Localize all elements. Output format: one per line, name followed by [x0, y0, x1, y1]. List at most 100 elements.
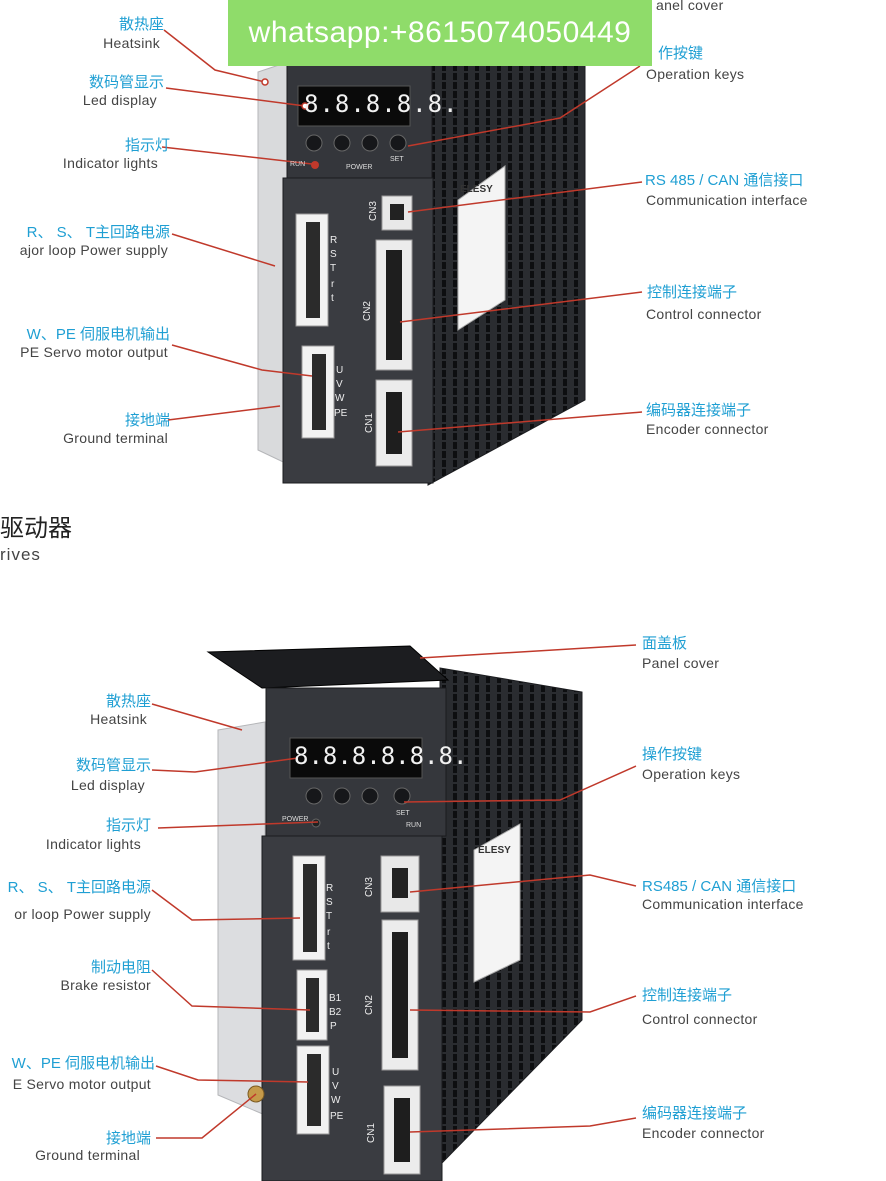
bottom-leader-lines	[151, 644, 637, 1139]
top-button-4	[389, 134, 407, 152]
section-title-cn: 驱动器	[0, 515, 72, 542]
bottom-rst-letter-r: R	[326, 883, 334, 894]
bottom-power-en: or loop Power supply	[14, 906, 151, 922]
bottom-button-4	[393, 787, 411, 805]
top-heatsink-cn: 散热座	[118, 16, 164, 33]
bottom-encoder-en: Encoder connector	[642, 1125, 765, 1141]
bottom-control-cn: 控制连接端子	[642, 987, 733, 1004]
bottom-motor-cn: W、PE 伺服电机输出	[11, 1055, 155, 1072]
top-indicator-led	[311, 161, 319, 169]
top-set-text: SET	[390, 156, 404, 163]
top-indicator-en: Indicator lights	[62, 155, 158, 171]
bottom-power-text: POWER	[282, 816, 309, 823]
top-cn2-text: CN2	[362, 300, 374, 322]
bottom-cn1-text: CN1	[366, 1122, 378, 1144]
top-keys-cn: 作按键	[658, 45, 704, 62]
top-uvw-letter-u: U	[336, 365, 344, 376]
bottom-indicator-en: Indicator lights	[45, 836, 141, 852]
top-encoder-en: Encoder connector	[646, 421, 769, 437]
top-button-1	[305, 134, 323, 152]
bottom-keys-en: Operation keys	[642, 766, 741, 782]
top-power-en: ajor loop Power supply	[19, 242, 168, 258]
top-led-display	[297, 85, 411, 127]
top-run-text: RUN	[290, 161, 306, 168]
bottom-ground-en: Ground terminal	[35, 1147, 140, 1163]
bottom-run-text: RUN	[406, 822, 422, 829]
top-uvw-letter-w: W	[335, 393, 345, 404]
top-panel-cover-en: anel cover	[656, 0, 724, 13]
top-motor-en: PE Servo motor output	[20, 344, 168, 360]
bottom-comm-en: Communication interface	[642, 896, 804, 912]
bottom-brake-letter-p: P	[330, 1021, 337, 1032]
top-cn3-text: CN3	[368, 200, 380, 222]
top-encoder-cn: 编码器连接端子	[646, 402, 752, 419]
top-label-sticker	[457, 165, 506, 331]
bottom-uvw-letter-pe: PE	[330, 1111, 344, 1122]
bottom-power-cn: R、 S、 T主回路电源	[7, 879, 151, 896]
top-comm-cn: RS 485 / CAN 通信接口	[645, 172, 804, 189]
bottom-indicator-cn: 指示灯	[105, 817, 151, 834]
top-button-3	[361, 134, 379, 152]
bottom-motor-en: E Servo motor output	[12, 1076, 151, 1092]
bottom-display-digits: 8.8.8.8.8.8.	[294, 742, 468, 770]
bottom-panel-cover-en: Panel cover	[642, 655, 720, 671]
bottom-button-1	[305, 787, 323, 805]
bottom-indicator-led	[311, 818, 321, 828]
bottom-uvw-letter-u: U	[332, 1067, 340, 1078]
top-leader-lines	[161, 29, 643, 433]
bottom-cn2-text: CN2	[364, 994, 376, 1016]
bottom-comm-cn: RS485 / CAN 通信接口	[642, 878, 797, 895]
bottom-label-sticker	[473, 823, 521, 983]
bottom-encoder-cn: 编码器连接端子	[642, 1105, 748, 1122]
top-heatsink-en: Heatsink	[103, 35, 160, 51]
top-keys-en: Operation keys	[646, 66, 745, 82]
bottom-heatsink-en: Heatsink	[90, 711, 147, 727]
section-title-en: rives	[0, 545, 41, 564]
bottom-rst-letter-s: S	[326, 897, 333, 908]
bottom-uvw-letter-v: V	[332, 1081, 339, 1092]
bottom-brake-letter-b2: B2	[329, 1007, 342, 1018]
bottom-led-cn: 数码管显示	[75, 757, 151, 774]
bottom-rst-letter-t: T	[326, 911, 333, 922]
top-ground-en: Ground terminal	[63, 430, 168, 446]
top-uvw-letter-v: V	[336, 379, 343, 390]
top-led-cn: 数码管显示	[88, 74, 164, 91]
top-rst-letter-t: T	[330, 263, 337, 274]
top-cn1-text: CN1	[364, 412, 376, 434]
top-indicator-cn: 指示灯	[124, 137, 170, 154]
top-ground-cn: 接地端	[124, 412, 170, 429]
bottom-brake-cn: 制动电阻	[90, 959, 151, 976]
top-brand-text: ELESY	[460, 184, 493, 195]
top-rst-letter-t2: t	[331, 293, 334, 304]
top-display-digits: 8.8.8.8.8.	[304, 90, 459, 118]
bottom-button-3	[361, 787, 379, 805]
top-control-cn: 控制连接端子	[647, 284, 738, 301]
bottom-ground-cn: 接地端	[105, 1130, 151, 1147]
bottom-set-text: SET	[396, 810, 410, 817]
bottom-heatsink-cn: 散热座	[105, 693, 151, 710]
top-rst-letter-r: R	[330, 235, 338, 246]
bottom-rst-letter-t2: t	[327, 941, 330, 952]
top-motor-cn: W、PE 伺服电机输出	[26, 326, 170, 343]
bottom-panel-cover	[206, 645, 450, 689]
top-power-text: POWER	[346, 164, 373, 171]
top-led-en: Led display	[82, 92, 157, 108]
top-button-2	[333, 134, 351, 152]
top-rst-letter-r2: r	[331, 279, 335, 290]
top-power-cn: R、 S、 T主回路电源	[26, 224, 170, 241]
bottom-led-display	[289, 737, 423, 779]
bottom-uvw-letter-w: W	[331, 1095, 341, 1106]
bottom-device	[206, 645, 583, 1181]
bottom-panel-cover-cn: 面盖板	[642, 635, 688, 652]
bottom-brand-text: ELESY	[478, 845, 511, 856]
top-uvw-letter-pe: PE	[334, 408, 348, 419]
bottom-keys-cn: 操作按键	[642, 746, 703, 763]
top-rst-letter-s: S	[330, 249, 337, 260]
bottom-control-en: Control connector	[642, 1011, 758, 1027]
whatsapp-watermark: whatsapp:+8615074050449	[228, 0, 652, 66]
top-device	[257, 41, 586, 486]
bottom-button-2	[333, 787, 351, 805]
bottom-rst-letter-r2: r	[327, 927, 331, 938]
bottom-cn3-text: CN3	[364, 876, 376, 898]
